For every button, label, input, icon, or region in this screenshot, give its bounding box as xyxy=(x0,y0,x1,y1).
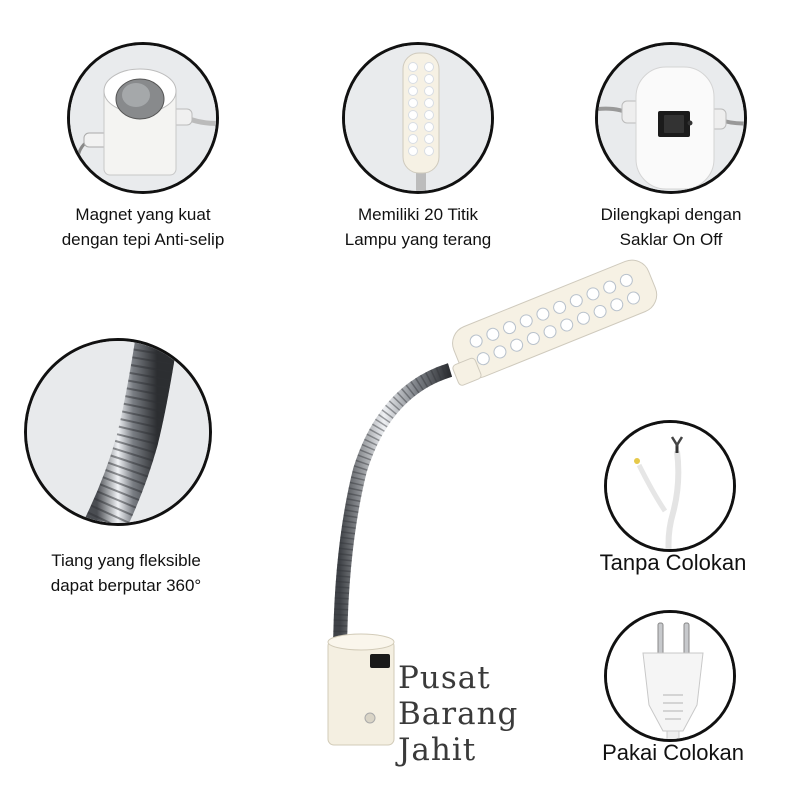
switch-icon xyxy=(598,45,744,191)
switch-closeup xyxy=(595,42,747,194)
led-closeup xyxy=(342,42,494,194)
option-label-with-plug: Pakai Colokan xyxy=(602,740,744,765)
feature-caption-switch: Dilengkapi dengan Saklar On Off xyxy=(600,205,742,249)
bare-wire-icon xyxy=(607,423,733,549)
feature-caption-gooseneck: Tiang yang fleksible dapat berputar 360° xyxy=(50,551,202,595)
feature-caption-led: Memiliki 20 Titik Lampu yang terang xyxy=(344,205,492,249)
feature-caption-magnet: Magnet yang kuat dengan tepi Anti-selip xyxy=(61,205,225,249)
led-panel-icon xyxy=(345,45,491,191)
gooseneck-icon xyxy=(27,341,209,523)
gooseneck-closeup xyxy=(24,338,212,526)
magnet-base-icon xyxy=(70,45,216,191)
sewing-lamp-product xyxy=(327,259,658,746)
plug-icon xyxy=(607,613,733,739)
plug-closeup xyxy=(604,610,736,742)
option-label-no-plug: Tanpa Colokan xyxy=(599,550,747,575)
watermark: Pusat Barang Jahit xyxy=(398,660,519,768)
magnet-closeup xyxy=(67,42,219,194)
bare-wire-closeup xyxy=(604,420,736,552)
lamp-head-icon xyxy=(452,259,658,386)
